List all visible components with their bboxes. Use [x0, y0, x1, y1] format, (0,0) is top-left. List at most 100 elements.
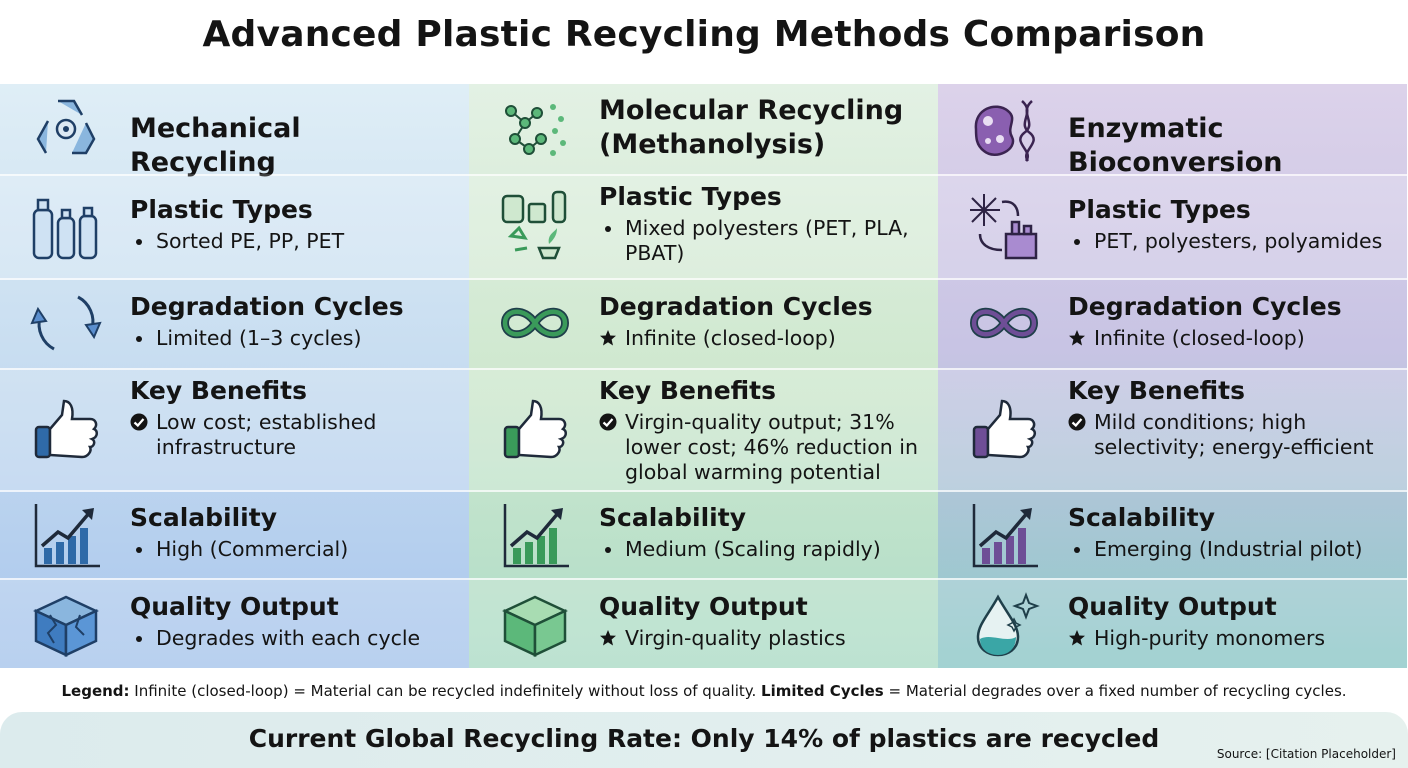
- row-value: Virgin-quality output; 31% lower cost; 4…: [625, 410, 918, 484]
- recycle-gear-icon: [28, 91, 104, 167]
- bullet-icon: [130, 537, 156, 564]
- row-heading: Quality Output: [599, 592, 808, 621]
- footer-banner: Current Global Recycling Rate: Only 14% …: [0, 712, 1408, 768]
- row-item: High (Commercial): [130, 537, 451, 564]
- thumbs-up-icon: [497, 391, 573, 467]
- infinity-icon: [966, 285, 1042, 361]
- bullet-icon: [130, 326, 156, 353]
- row-item: PET, polyesters, polyamides: [1068, 229, 1389, 256]
- row-heading: Scalability: [130, 503, 277, 532]
- legend-text-limited: = Material degrades over a fixed number …: [883, 682, 1347, 700]
- row-value: Medium (Scaling rapidly): [625, 537, 881, 561]
- row-value: Infinite (closed-loop): [1094, 326, 1305, 350]
- row-item: Mixed polyesters (PET, PLA, PBAT): [599, 216, 920, 266]
- row-item: Medium (Scaling rapidly): [599, 537, 920, 564]
- column-molecular: Molecular Recycling (Methanolysis) Plasti…: [469, 84, 938, 670]
- page-title: Advanced Plastic Recycling Methods Compa…: [202, 14, 1206, 55]
- thumbs-up-icon: [28, 391, 104, 467]
- thumbs-up-icon: [966, 391, 1042, 467]
- bullet-icon: [599, 216, 625, 266]
- bullet-icon: [130, 626, 156, 653]
- enzyme-dna-icon: [966, 91, 1042, 167]
- row-item: High-purity monomers: [1068, 626, 1389, 653]
- row-heading: Key Benefits: [1068, 376, 1246, 405]
- row-value: High-purity monomers: [1094, 626, 1326, 650]
- row-value: Emerging (Industrial pilot): [1094, 537, 1363, 561]
- check-icon: [599, 410, 625, 485]
- row-item: Infinite (closed-loop): [1068, 326, 1389, 353]
- fiber-factory-icon: [966, 188, 1042, 264]
- plastic-bottles-icon: [28, 188, 104, 264]
- row-item: Limited (1–3 cycles): [130, 326, 451, 353]
- row-value: Mild conditions; high selectivity; energ…: [1094, 410, 1374, 459]
- bullet-icon: [130, 229, 156, 256]
- row-value: Low cost; established infrastructure: [156, 410, 377, 459]
- row-heading: Plastic Types: [130, 195, 313, 224]
- cycle-arrows-icon: [28, 285, 104, 361]
- row-heading: Degradation Cycles: [130, 292, 404, 321]
- row-item: Low cost; established infrastructure: [130, 410, 451, 460]
- check-icon: [1068, 410, 1094, 460]
- legend-label-limited: Limited Cycles: [761, 682, 884, 700]
- growth-chart-icon: [497, 496, 573, 572]
- recycling-rate-banner: Current Global Recycling Rate: Only 14% …: [248, 724, 1160, 753]
- row-value: Infinite (closed-loop): [625, 326, 836, 350]
- legend-text-infinite: Infinite (closed-loop) = Material can be…: [129, 682, 762, 700]
- row-value: Sorted PE, PP, PET: [156, 229, 345, 253]
- legend-label: Legend:: [61, 682, 130, 700]
- infinity-icon: [497, 285, 573, 361]
- growth-chart-icon: [966, 496, 1042, 572]
- row-value: Degrades with each cycle: [156, 626, 421, 650]
- row-item: Virgin-quality output; 31% lower cost; 4…: [599, 410, 920, 485]
- row-heading: Quality Output: [130, 592, 339, 621]
- bullet-icon: [1068, 229, 1094, 256]
- row-value: Mixed polyesters (PET, PLA, PBAT): [625, 216, 909, 265]
- column-title: Molecular Recycling (Methanolysis): [599, 95, 904, 160]
- droplet-sparkle-icon: [966, 585, 1042, 661]
- growth-chart-icon: [28, 496, 104, 572]
- star-icon: [1068, 326, 1094, 353]
- cracked-cube-icon: [28, 585, 104, 661]
- row-heading: Scalability: [599, 503, 746, 532]
- row-heading: Key Benefits: [130, 376, 308, 405]
- star-icon: [599, 326, 625, 353]
- row-heading: Plastic Types: [1068, 195, 1251, 224]
- row-heading: Plastic Types: [599, 182, 782, 211]
- column-header-molecular: Molecular Recycling (Methanolysis): [469, 84, 938, 176]
- row-heading: Degradation Cycles: [1068, 292, 1342, 321]
- bullet-icon: [599, 537, 625, 564]
- row-item: Degrades with each cycle: [130, 626, 451, 653]
- row-value: High (Commercial): [156, 537, 349, 561]
- row-item: Virgin-quality plastics: [599, 626, 920, 653]
- bullet-icon: [1068, 537, 1094, 564]
- row-value: Limited (1–3 cycles): [156, 326, 362, 350]
- column-title: Mechanical Recycling: [130, 113, 301, 178]
- row-heading: Quality Output: [1068, 592, 1277, 621]
- molecule-icon: [497, 91, 573, 167]
